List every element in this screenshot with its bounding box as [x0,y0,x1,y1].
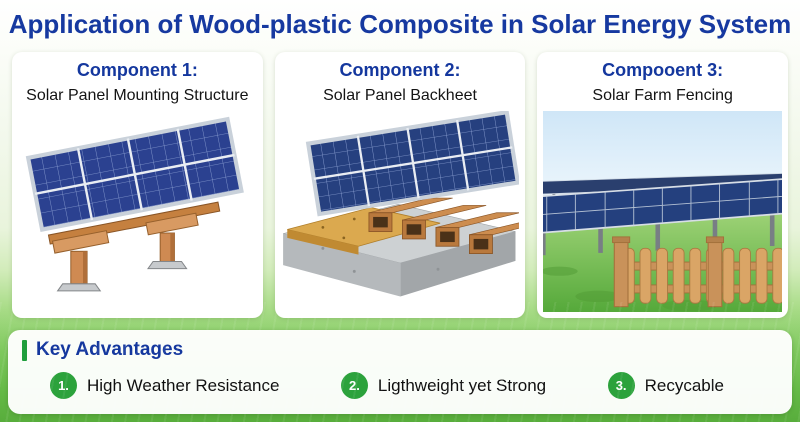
advantage-item-3: 3. Recycable [607,372,724,399]
advantage-item-1: 1. High Weather Resistance [50,372,279,399]
component-card-3: Compooent 3: Solar Farm Fencing [537,52,789,318]
component-card-1: Component 1: Solar Panel Mounting Struct… [12,52,263,318]
advantage-item-2: 2. Ligthweight yet Strong [340,372,547,399]
component-2-subtitle: Solar Panel Backheet [323,86,477,104]
component-3-illustration [543,110,783,312]
wood-post-right [145,212,199,269]
advantage-2-number-badge: 2. [340,372,368,399]
solar-farm-fencing-photo [543,110,783,312]
component-3-heading: Compooent 3: [602,60,724,80]
component-2-heading: Component 2: [339,60,461,80]
solar-array [25,116,244,232]
solar-panel [305,110,520,216]
advantage-3-number-badge: 3. [607,372,635,399]
advantages-panel: Key Advantages 1. High Weather Resistanc… [8,330,792,414]
advantage-3-label: Recycable [644,375,724,395]
solar-panel-backsheet-illustration [282,110,520,297]
advantages-items: 1. High Weather Resistance 2. Ligthweigh… [22,372,778,399]
component-3-subtitle: Solar Farm Fencing [592,86,733,104]
picket-fence [612,236,783,307]
component-1-illustration [18,111,257,312]
advantage-1-number-badge: 1. [50,372,77,399]
wood-post-left [51,229,110,292]
solar-row-front [543,177,783,255]
advantage-1-label: High Weather Resistance [87,375,280,395]
components-row: Component 1: Solar Panel Mounting Struct… [0,52,800,318]
grass-tuft [543,266,578,276]
green-accent-bar [22,339,27,361]
advantages-heading-row: Key Advantages [22,339,778,361]
solar-panel-mounting-structure-illustration [25,116,244,292]
component-1-subtitle: Solar Panel Mounting Structure [26,86,249,104]
advantage-2-label: Ligthweight yet Strong [377,375,547,395]
component-2-illustration [281,110,520,312]
component-1-heading: Component 1: [76,60,198,80]
advantages-heading: Key Advantages [36,339,184,360]
component-card-2: Component 2: Solar Panel Backheet [274,52,526,318]
grass-tuft [575,290,622,302]
page-title: Application of Wood-plastic Composite in… [8,9,792,39]
wpc-beams [368,197,520,254]
